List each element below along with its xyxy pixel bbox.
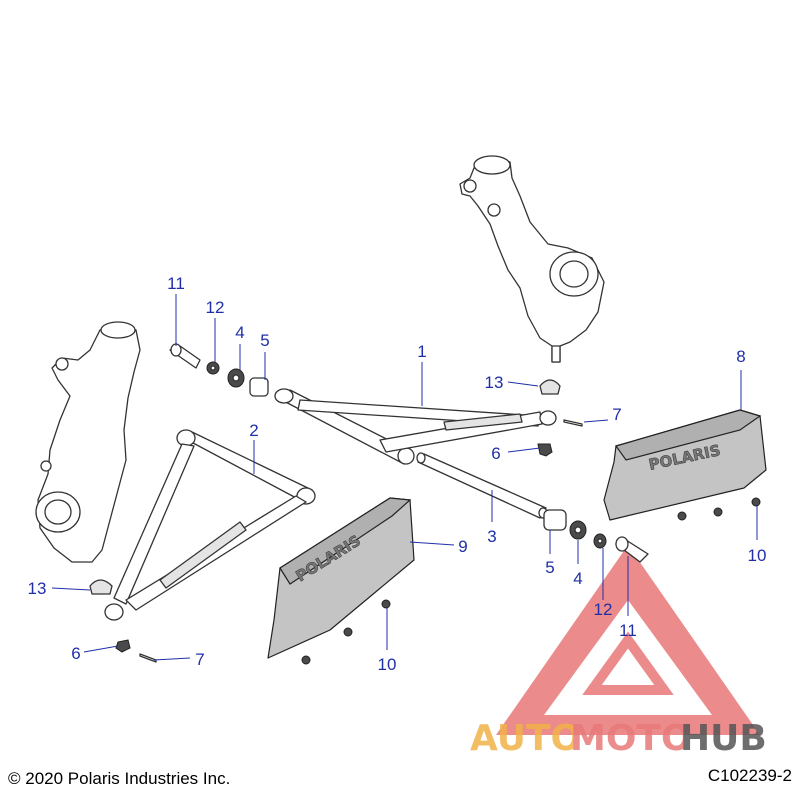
callout-11-right: 11: [619, 621, 637, 640]
right-knuckle: [459, 155, 605, 363]
left-a-arm-guard: POLARIS: [267, 497, 415, 665]
watermark-hub: HUB: [680, 718, 767, 759]
callout-10-left: 10: [378, 655, 397, 674]
callout-1: 1: [417, 342, 426, 361]
watermark-moto: MOTO: [570, 718, 692, 759]
callout-4-left: 4: [235, 323, 244, 342]
watermark-logo: [496, 545, 760, 735]
watermark-text: AUTO MOTO HUB: [470, 718, 767, 759]
callout-6-left: 6: [71, 644, 80, 663]
copyright-notice: © 2020 Polaris Industries Inc.: [8, 769, 231, 788]
callout-4-right: 4: [573, 569, 582, 588]
callout-13-right: 13: [485, 373, 504, 392]
upper-a-arm: [274, 388, 557, 465]
callout-9: 9: [458, 537, 467, 556]
callout-3: 3: [487, 527, 496, 546]
callout-6-right: 6: [491, 444, 500, 463]
watermark-auto: AUTO: [470, 718, 581, 759]
callout-5-left: 5: [260, 331, 269, 350]
callout-13-left: 13: [28, 579, 47, 598]
leader-lines: [51, 294, 758, 661]
callout-12-left: 12: [206, 298, 225, 317]
callout-10-right: 10: [748, 546, 767, 565]
nuts-and-pins: [115, 419, 583, 663]
callout-5-right: 5: [545, 558, 554, 577]
pivot-tube: [416, 452, 548, 519]
callout-7-left: 7: [195, 650, 204, 669]
callout-labels: 1 2 3 4 4 5 5 6 6 7 7 8 9 10 10 11 11 12…: [28, 274, 767, 674]
bump-stops: [89, 379, 561, 595]
upper-left-hardware: [169, 343, 269, 397]
left-knuckle: [35, 321, 141, 563]
callout-11-left: 11: [167, 274, 185, 293]
figure-code: C102239-2: [707, 766, 792, 785]
right-hardware: [543, 509, 649, 563]
right-a-arm-guard: POLARIS: [603, 409, 767, 521]
callout-7-right: 7: [612, 405, 621, 424]
callout-12-right: 12: [594, 600, 613, 619]
callout-2: 2: [249, 421, 258, 440]
lower-a-arm: [104, 429, 316, 621]
callout-8: 8: [736, 347, 745, 366]
